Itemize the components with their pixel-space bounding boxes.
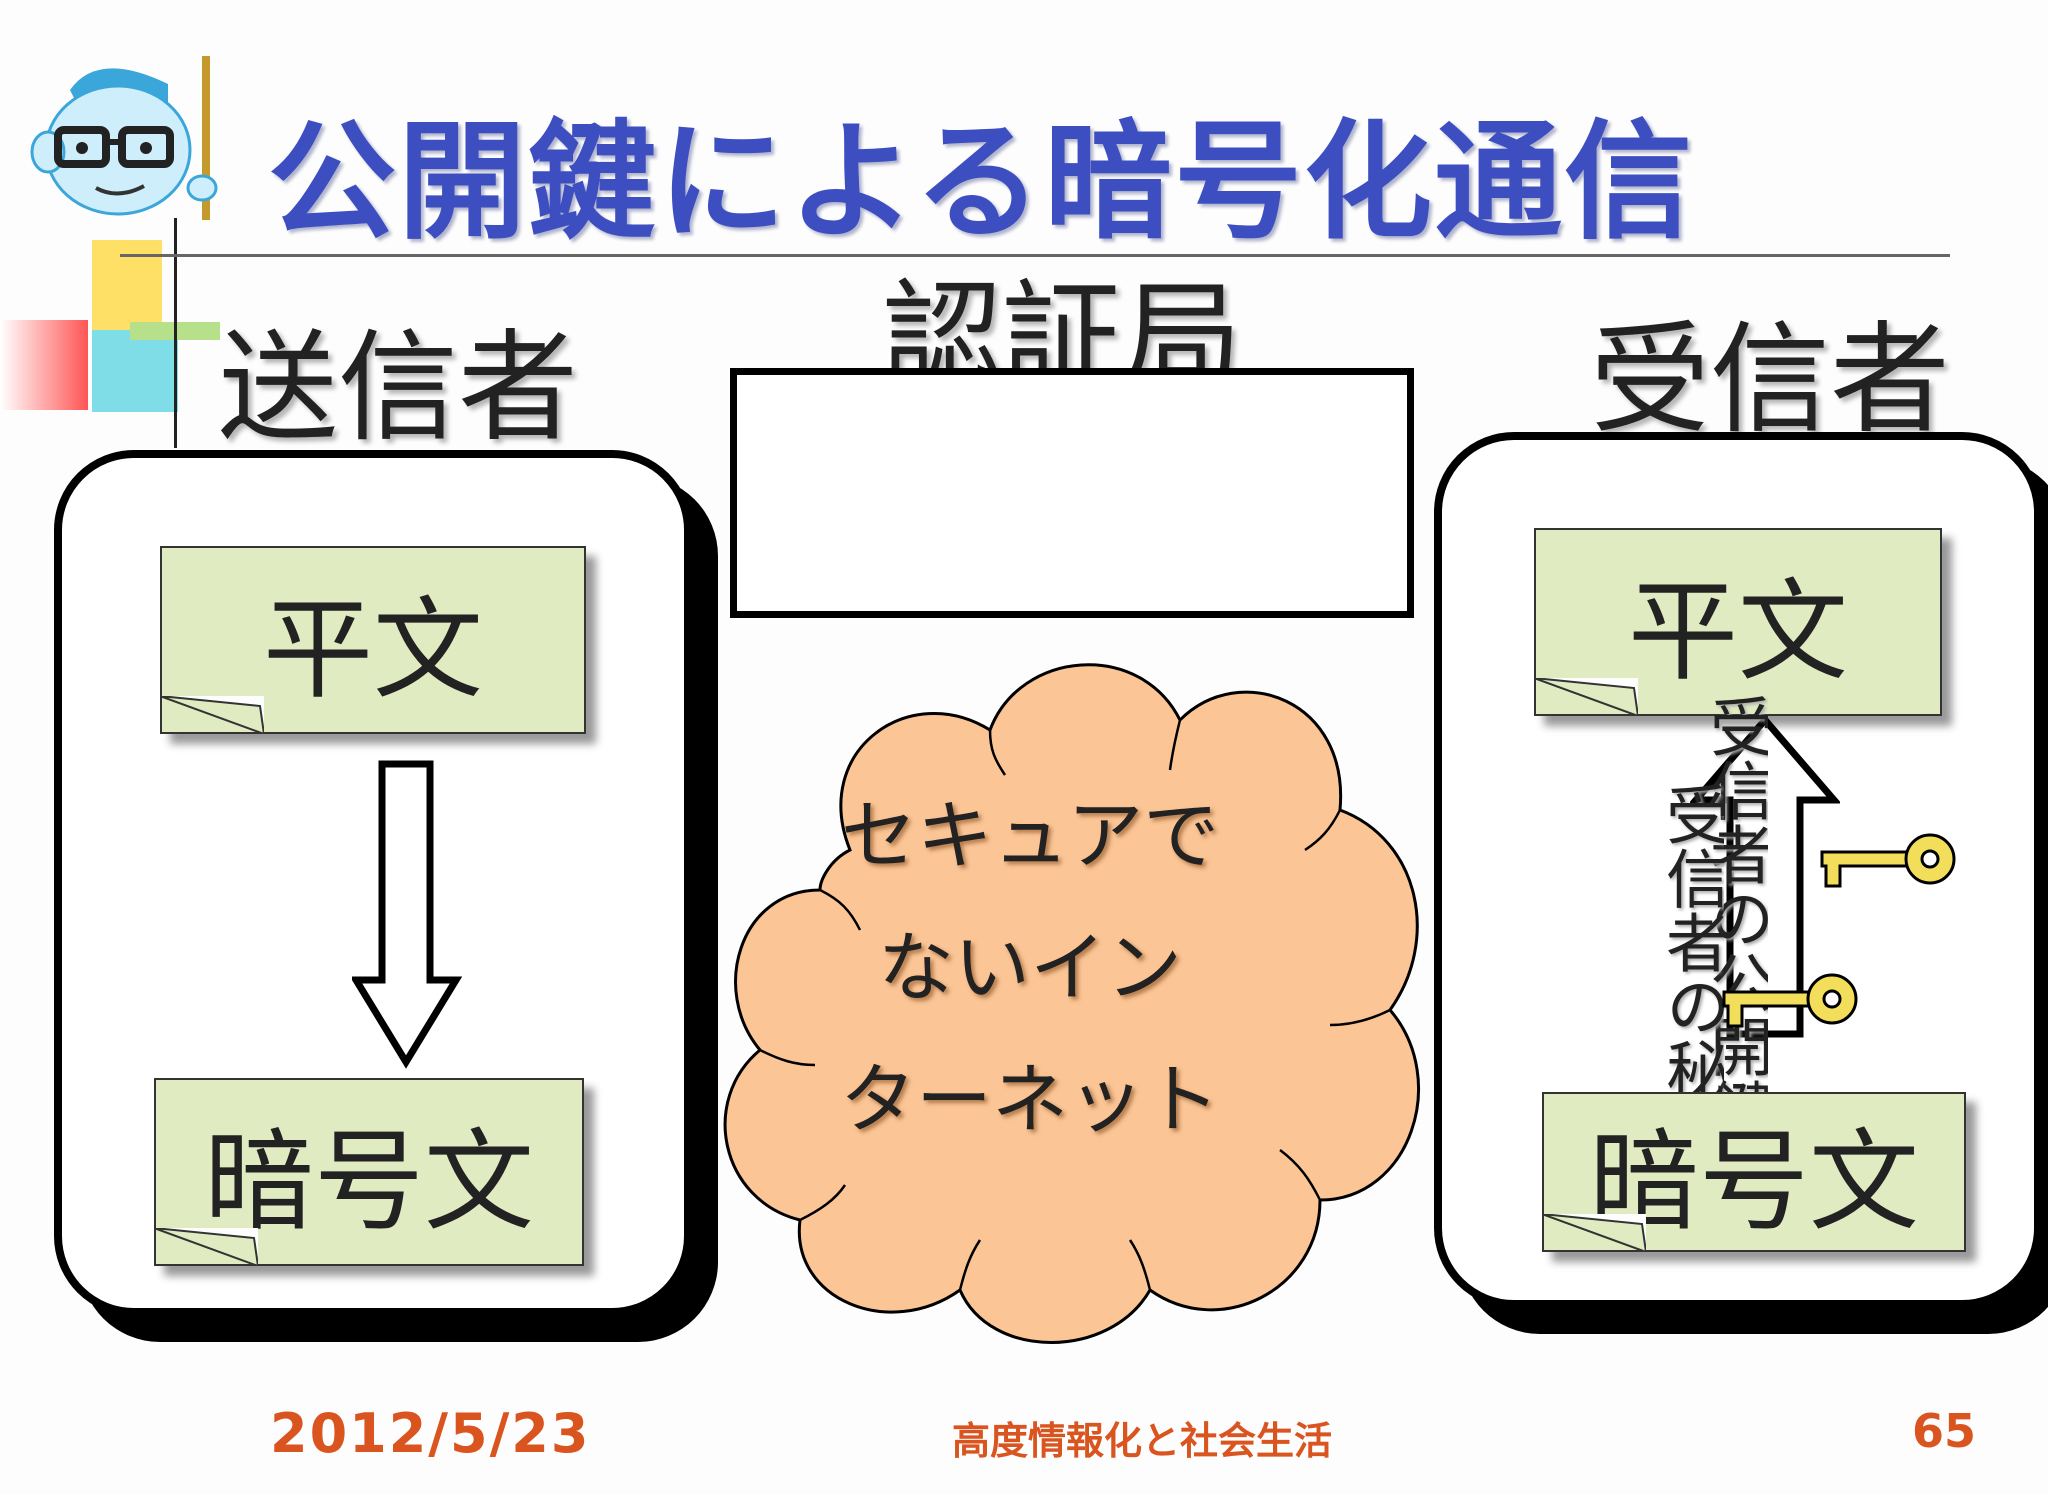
- internet-cloud-shape: [723, 663, 1421, 1344]
- internet-cloud-text: セキュアで ないイン ターネット: [790, 770, 1270, 1166]
- title-rule: [120, 254, 1950, 257]
- sender-plaintext-text: 平文: [263, 586, 483, 714]
- footer-page-number: 65: [1912, 1404, 1977, 1458]
- receiver-ciphertext-note: 暗号文: [1542, 1092, 1966, 1252]
- footer-date: 2012/5/23: [270, 1402, 591, 1465]
- sender-ciphertext-text: 暗号文: [204, 1118, 534, 1246]
- page-title: 公開鍵による暗号化通信: [268, 108, 1695, 257]
- deco-square-cyan: [92, 330, 178, 412]
- sender-label: 送信者: [218, 319, 578, 458]
- deco-square-red: [0, 320, 88, 410]
- encrypt-down-arrow: [352, 760, 462, 1069]
- receiver-plaintext-text: 平文: [1628, 568, 1848, 696]
- page-fold-icon: [1534, 678, 1638, 716]
- private-key-icon: [1722, 973, 1858, 1028]
- title-vertical-rule: [174, 218, 177, 448]
- sender-plaintext-note: 平文: [160, 546, 586, 734]
- receiver-plaintext-note: 平文: [1534, 528, 1942, 716]
- internet-label-line-2: ないイン: [878, 923, 1182, 1012]
- sender-ciphertext-note: 暗号文: [154, 1078, 584, 1266]
- receiver-label: 受信者: [1590, 311, 1950, 450]
- internet-label-line-3: ターネット: [840, 1055, 1220, 1144]
- receiver-private-key-label: 受信者の秘: [1660, 782, 1724, 1092]
- page-fold-icon: [160, 696, 264, 734]
- footer-course: 高度情報化と社会生活: [952, 1419, 1333, 1463]
- internet-label-line-1: セキュアで: [840, 791, 1220, 880]
- certificate-authority-box: [730, 368, 1414, 618]
- page-fold-icon: [1542, 1214, 1646, 1252]
- professor-mascot-icon: [30, 56, 218, 220]
- public-key-icon: [1820, 833, 1956, 888]
- page-fold-icon: [154, 1228, 258, 1266]
